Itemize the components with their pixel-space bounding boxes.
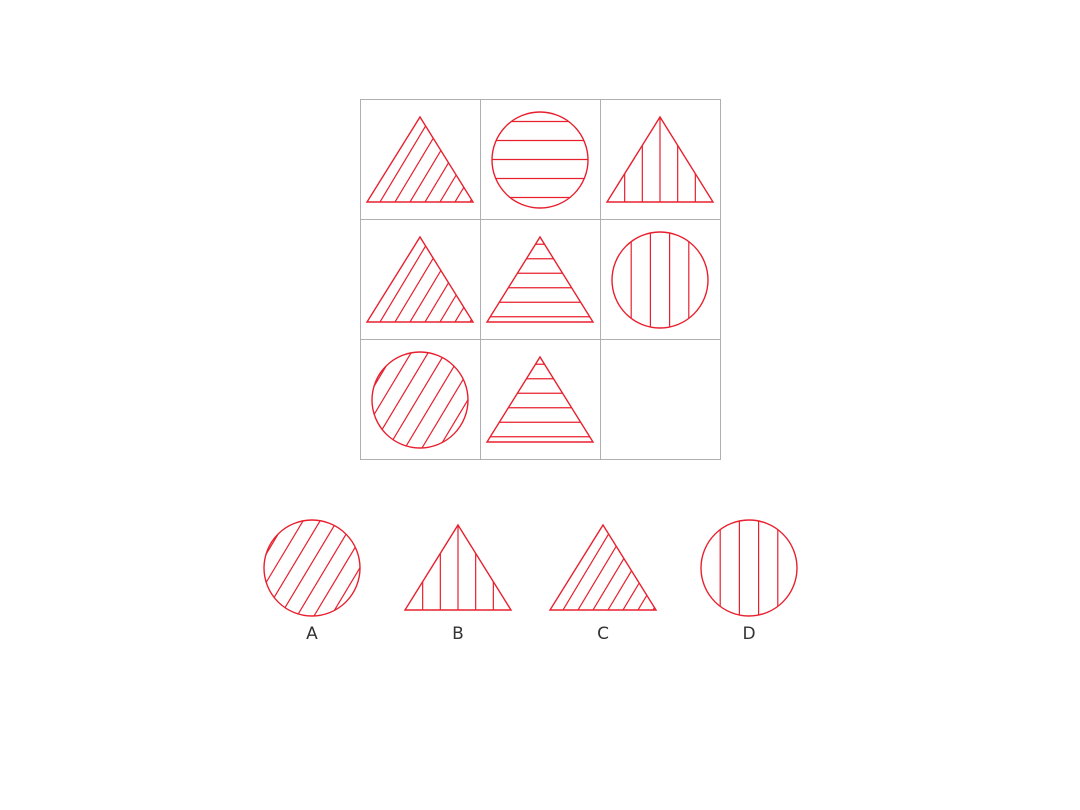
hatch-lines [630,232,690,328]
hatch-lines [719,520,779,616]
circle-outline [371,351,469,449]
hatch-lines [422,525,494,610]
option-a-figure [263,519,361,617]
hatch-lines [487,363,593,438]
option-c-figure [548,523,658,611]
option-c-label: C [597,624,609,644]
triangle-outline [485,235,595,323]
triangle-outline [365,115,475,203]
cell-1-2 [491,111,589,209]
triangle-outline [365,235,475,323]
puzzle-cells [365,111,715,449]
triangle-outline [403,523,513,611]
cell-2-3 [611,231,709,329]
cell-2-1 [365,235,475,323]
cell-2-2 [485,235,595,323]
puzzle-grid [360,99,721,460]
option-d-label: D [742,624,756,644]
hatch-lines [487,243,593,318]
triangle-outline [548,523,658,611]
cell-1-3 [605,115,715,203]
triangle-outline [605,115,715,203]
hatch-lines [550,525,656,610]
triangle-outline [485,355,595,443]
cell-3-2 [485,355,595,443]
answer-options [263,519,798,617]
option-d-figure [700,519,798,617]
grid-border [360,99,721,460]
circle-outline [700,519,798,617]
hatch-lines [624,117,696,202]
circle-outline [611,231,709,329]
option-a-label: A [306,624,318,644]
hatch-lines [367,237,473,322]
option-b-label: B [452,624,464,644]
option-b-figure [403,523,513,611]
circle-outline [491,111,589,209]
circle-outline [263,519,361,617]
hatch-lines [492,120,588,199]
